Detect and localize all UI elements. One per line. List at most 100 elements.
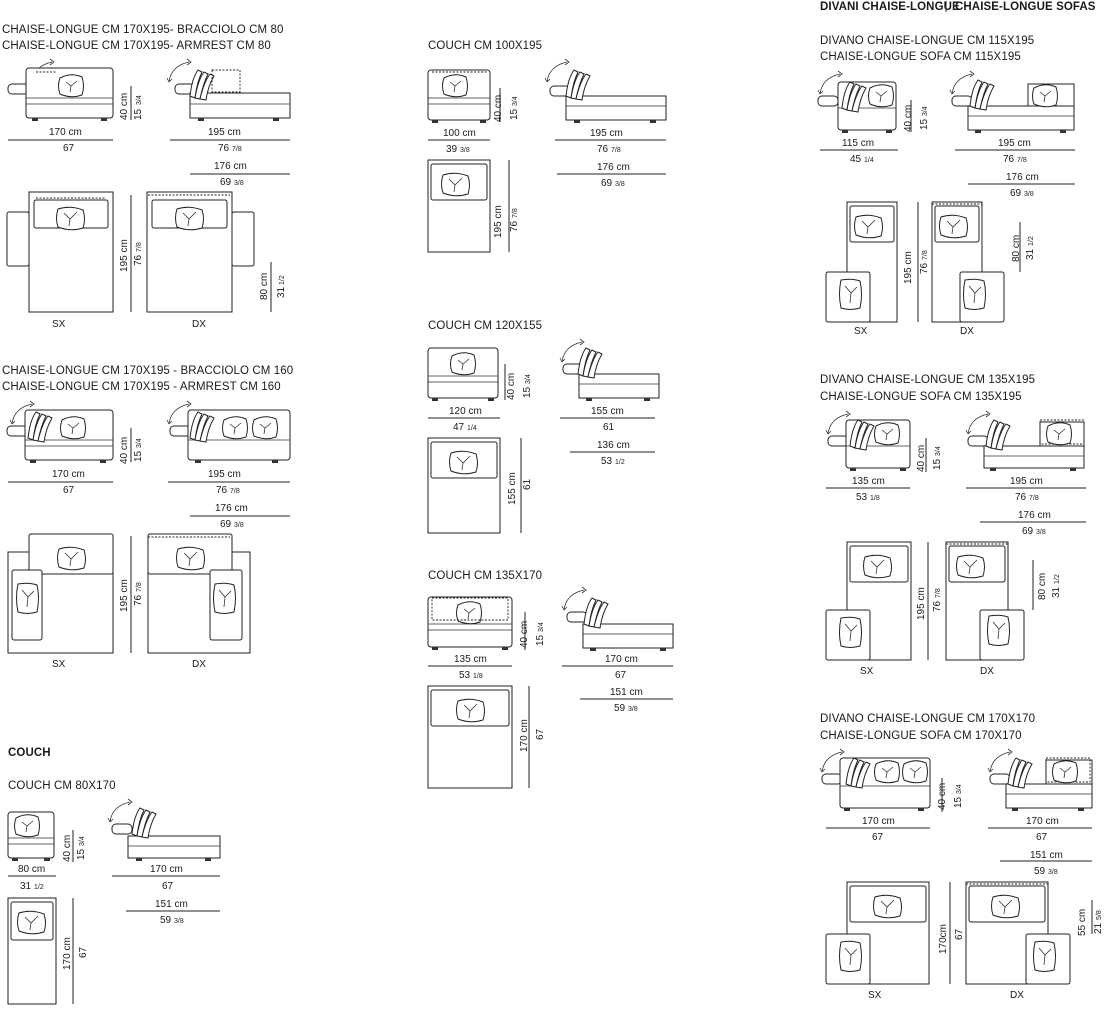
dim-width-in: 39: [446, 144, 458, 155]
dim-height-in: 15: [953, 796, 964, 808]
section-couch-120x155: COUCH CM 120X155 40 cm 15 3/4 120 cm 47 …: [427, 320, 660, 534]
dim-height-in: 15: [535, 634, 546, 646]
dim-plan-depth-cm: 195 cm: [119, 239, 130, 272]
section-chaise-longue-armrest-160: CHAISE-LONGUE CM 170X195 - BRACCIOLO CM …: [2, 365, 293, 670]
dim-length-in: 76: [1015, 492, 1027, 503]
plan-view-dx: [146, 191, 255, 313]
dim-height-cm: 40 cm: [916, 445, 927, 472]
plan-view-couch: [427, 159, 491, 253]
dim-width-in: 67: [63, 143, 75, 154]
dim-seat-frac: 3/8: [234, 522, 244, 529]
dim-seat-frac: 3/8: [628, 706, 638, 713]
dim-plan-length-in: 76: [932, 600, 943, 612]
section-title-it: DIVANO CHAISE-LONGUE CM 135X195: [820, 374, 1035, 386]
dim-width-in: 53: [856, 492, 868, 503]
dim-height-in: 15: [932, 458, 943, 470]
section-title-it: CHAISE-LONGUE CM 170X195 - BRACCIOLO CM …: [2, 365, 293, 377]
dim-height-cm: 40 cm: [506, 373, 517, 400]
dim-height-frac: 3/4: [956, 784, 963, 794]
section-title: COUCH CM 120X155: [428, 320, 542, 332]
dim-width-cm: 115 cm: [842, 138, 874, 149]
dim-armrest-frac: 1/2: [279, 275, 286, 285]
dim-armrest-in: 31: [276, 286, 287, 298]
plan-view-couch: [7, 897, 57, 1005]
dim-width-frac: 1/8: [473, 673, 483, 680]
dim-plan-length-frac: 7/8: [922, 250, 929, 260]
dim-height-frac: 3/4: [79, 836, 86, 846]
dim-seat-frac: 3/8: [234, 180, 244, 187]
plan-view-sx: [825, 541, 912, 661]
dim-depth-cm: 195 cm: [208, 127, 241, 138]
dim-length-frac: 7/8: [611, 147, 621, 154]
dim-seat-in: 59: [1034, 866, 1046, 877]
label-dx: DX: [192, 659, 206, 670]
plan-view-dx: [931, 201, 1005, 323]
dim-plan-length-cm: 155 cm: [507, 472, 518, 505]
dim-armrest-frac: 1/2: [1054, 574, 1061, 584]
dim-depth-frac: 7/8: [232, 146, 242, 153]
dim-seat-frac: 3/8: [174, 918, 184, 925]
dim-height-frac: 3/4: [538, 622, 545, 632]
side-view-sofa: [965, 410, 1085, 471]
dim-height-cm: 40 cm: [493, 95, 504, 122]
front-view-couch: [427, 69, 491, 123]
section-title: COUCH CM 135X170: [428, 570, 542, 582]
dim-armrest-cm: 80 cm: [1037, 573, 1048, 600]
dim-armrest-cm: 80 cm: [259, 273, 270, 300]
dim-length-cm: 195 cm: [998, 138, 1031, 149]
dim-plan-length-in: 67: [535, 728, 546, 740]
dim-height-cm: 40 cm: [119, 93, 130, 120]
section-title: COUCH CM 100X195: [428, 40, 542, 52]
dim-width-frac: 3/8: [460, 147, 470, 154]
dim-length-in: 67: [615, 670, 627, 681]
dim-plan-depth-in: 76: [133, 254, 144, 266]
section-couch-135x170: COUCH CM 135X170 40 cm 15 3/4 135 cm 53 …: [427, 570, 674, 789]
side-view-chaise: [166, 400, 291, 463]
side-view-couch: [544, 58, 667, 123]
dim-armrest-cm: 55 cm: [1077, 909, 1088, 936]
dim-seat-cm: 176 cm: [214, 161, 247, 172]
dim-height-in: 15: [133, 108, 144, 120]
dim-depth-frac: 7/8: [230, 488, 240, 495]
dim-seat-cm: 151 cm: [155, 899, 188, 910]
dim-seat-cm: 136 cm: [597, 440, 630, 451]
dim-width-cm: 170 cm: [52, 469, 85, 480]
label-dx: DX: [960, 326, 974, 337]
section-title-en: CHAISE-LONGUE SOFA CM 135X195: [820, 391, 1022, 403]
section-sofa-170x170: DIVANO CHAISE-LONGUE CM 170X170 CHAISE-L…: [819, 713, 1104, 1001]
dim-height-frac: 3/4: [525, 374, 532, 384]
dim-seat-frac: 1/2: [615, 459, 625, 466]
dim-seat-in: 59: [614, 703, 626, 714]
dim-seat-frac: 3/8: [1024, 191, 1034, 198]
dim-seat-frac: 3/8: [1048, 869, 1058, 876]
dim-length-in: 61: [603, 422, 615, 433]
dim-height-frac: 3/4: [136, 95, 143, 105]
dim-plan-length-in: 76: [509, 220, 520, 232]
dim-width-frac: 1/2: [34, 884, 44, 891]
front-view-couch: [427, 347, 499, 401]
dim-plan-length-in: 67: [78, 946, 89, 958]
label-sx: SX: [52, 319, 66, 330]
dim-height-in: 15: [509, 108, 520, 120]
label-sx: SX: [52, 659, 66, 670]
dim-plan-depth-in: 76: [133, 594, 144, 606]
dim-length-in: 67: [162, 881, 174, 892]
dim-width-frac: 1/4: [864, 157, 874, 164]
dim-armrest-in: 31: [1025, 248, 1036, 260]
dim-seat-in: 69: [1022, 526, 1034, 537]
dim-height-cm: 40 cm: [62, 835, 73, 862]
dim-height-frac: 3/4: [922, 106, 929, 116]
section-sofa-135x195: DIVANO CHAISE-LONGUE CM 135X195 CHAISE-L…: [820, 374, 1086, 677]
plan-view-sx: [825, 201, 898, 323]
front-view-couch: [7, 811, 55, 861]
plan-view-sx: [6, 191, 114, 313]
section-title-en: CHAISE-LONGUE CM 170X195- ARMREST CM 80: [2, 40, 271, 52]
dim-width-in: 53: [459, 670, 471, 681]
dim-length-cm: 155 cm: [591, 406, 624, 417]
dim-width-cm: 170 cm: [49, 127, 82, 138]
dim-plan-length-in: 61: [522, 478, 533, 490]
dim-seat-in: 69: [220, 519, 232, 530]
dim-length-cm: 170 cm: [1026, 816, 1059, 827]
section-title-en: CHAISE-LONGUE SOFA CM 170X170: [820, 730, 1022, 742]
dim-plan-length-cm: 195 cm: [903, 251, 914, 284]
